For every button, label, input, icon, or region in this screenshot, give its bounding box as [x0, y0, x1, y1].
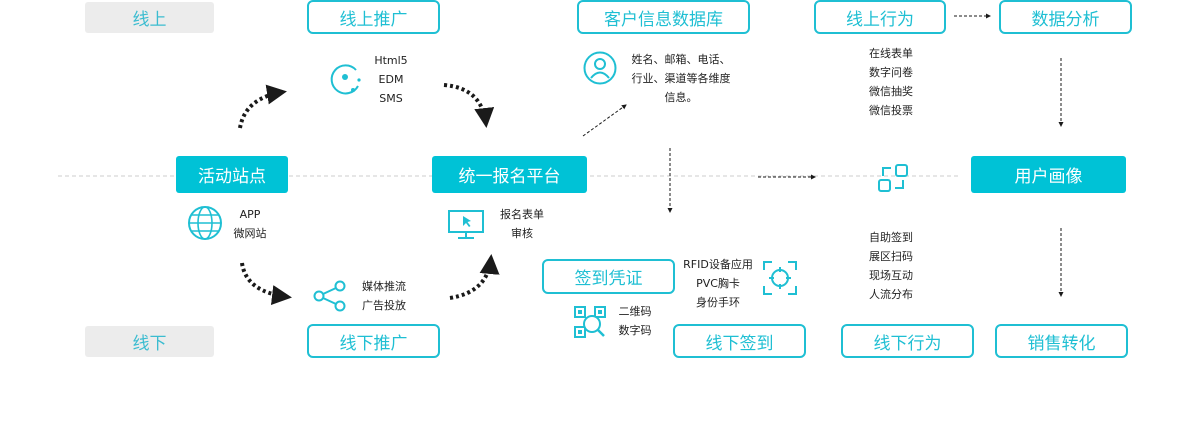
- activity-site-node: 活动站点: [176, 156, 288, 193]
- list-item: 媒体推流: [362, 280, 406, 293]
- list-item: 在线表单: [869, 47, 913, 60]
- arrow-platform-to-db: [582, 104, 627, 137]
- list-item: 数字码: [618, 324, 652, 337]
- offline-behavior-node: 线下行为: [841, 324, 974, 358]
- arrow-offline-to-platform: [449, 254, 500, 300]
- list-item: 身份手环: [696, 296, 740, 309]
- online-promo-node: 线上推广: [307, 0, 440, 34]
- text-line: 姓名、邮箱、电话、: [631, 53, 731, 66]
- online-behavior-node: 线上行为: [814, 0, 946, 34]
- data-analysis-node: 数据分析: [999, 0, 1132, 34]
- offline-promo-node: 线下推广: [307, 324, 440, 358]
- list-item: RFID设备应用: [683, 258, 753, 271]
- list-item: APP: [239, 208, 261, 221]
- text-line: 信息。: [664, 91, 698, 104]
- list-item: 微信抽奖: [869, 85, 913, 98]
- offline-tag: 线下: [85, 326, 214, 357]
- sales-conversion-node: 销售转化: [995, 324, 1128, 358]
- list-item: 现场互动: [869, 269, 913, 282]
- text-line: 行业、渠道等各维度: [631, 72, 731, 85]
- list-item: 数字问卷: [869, 66, 913, 79]
- offline-channel-list: 媒体推流 广告投放: [355, 277, 413, 315]
- list-item: 报名表单: [500, 208, 544, 221]
- share-icon: [313, 280, 347, 312]
- customer-info-text: 姓名、邮箱、电话、 行业、渠道等各维度 信息。: [625, 50, 737, 107]
- online-behavior-list: 在线表单 数字问卷 微信抽奖 微信投票: [861, 44, 921, 120]
- unified-platform-node: 统一报名平台: [432, 156, 587, 193]
- globe-icon: [187, 205, 223, 241]
- list-item: Html5: [374, 54, 408, 67]
- list-item: 展区扫码: [869, 250, 913, 263]
- cert-type-list: 二维码 数字码: [612, 302, 658, 340]
- arrow-site-to-offline: [240, 262, 292, 306]
- list-item: 微信投票: [869, 104, 913, 117]
- arrow-site-to-online: [238, 84, 287, 129]
- user-icon: [583, 51, 617, 85]
- platform-item-list: 报名表单 审核: [494, 205, 550, 243]
- user-portrait-node: 用户画像: [971, 156, 1126, 193]
- checkin-method-list: RFID设备应用 PVC胸卡 身份手环: [680, 255, 756, 312]
- offline-checkin-node: 线下签到: [673, 324, 806, 358]
- list-item: 人流分布: [869, 288, 913, 301]
- customer-db-node: 客户信息数据库: [577, 0, 750, 34]
- list-item: PVC胸卡: [696, 277, 740, 290]
- checkin-cert-node: 签到凭证: [542, 259, 675, 294]
- list-item: SMS: [379, 92, 403, 105]
- list-item: 自助签到: [869, 231, 913, 244]
- list-item: 微网站: [233, 227, 267, 240]
- target-scan-icon: [762, 260, 798, 296]
- list-item: 广告投放: [362, 299, 406, 312]
- list-item: 审核: [511, 227, 533, 240]
- online-channel-list: Html5 EDM SMS: [367, 51, 415, 108]
- arrow-online-to-platform: [443, 83, 495, 128]
- sync-icon: [877, 162, 909, 194]
- list-item: EDM: [378, 73, 404, 86]
- site-channel-list: APP 微网站: [228, 205, 272, 243]
- monitor-cursor-icon: [447, 209, 485, 241]
- online-tag: 线上: [85, 2, 214, 33]
- offline-behavior-list: 自助签到 展区扫码 现场互动 人流分布: [861, 228, 921, 304]
- qr-scan-icon: [573, 305, 607, 339]
- list-item: 二维码: [618, 305, 652, 318]
- pointer-dots-icon: [328, 60, 366, 98]
